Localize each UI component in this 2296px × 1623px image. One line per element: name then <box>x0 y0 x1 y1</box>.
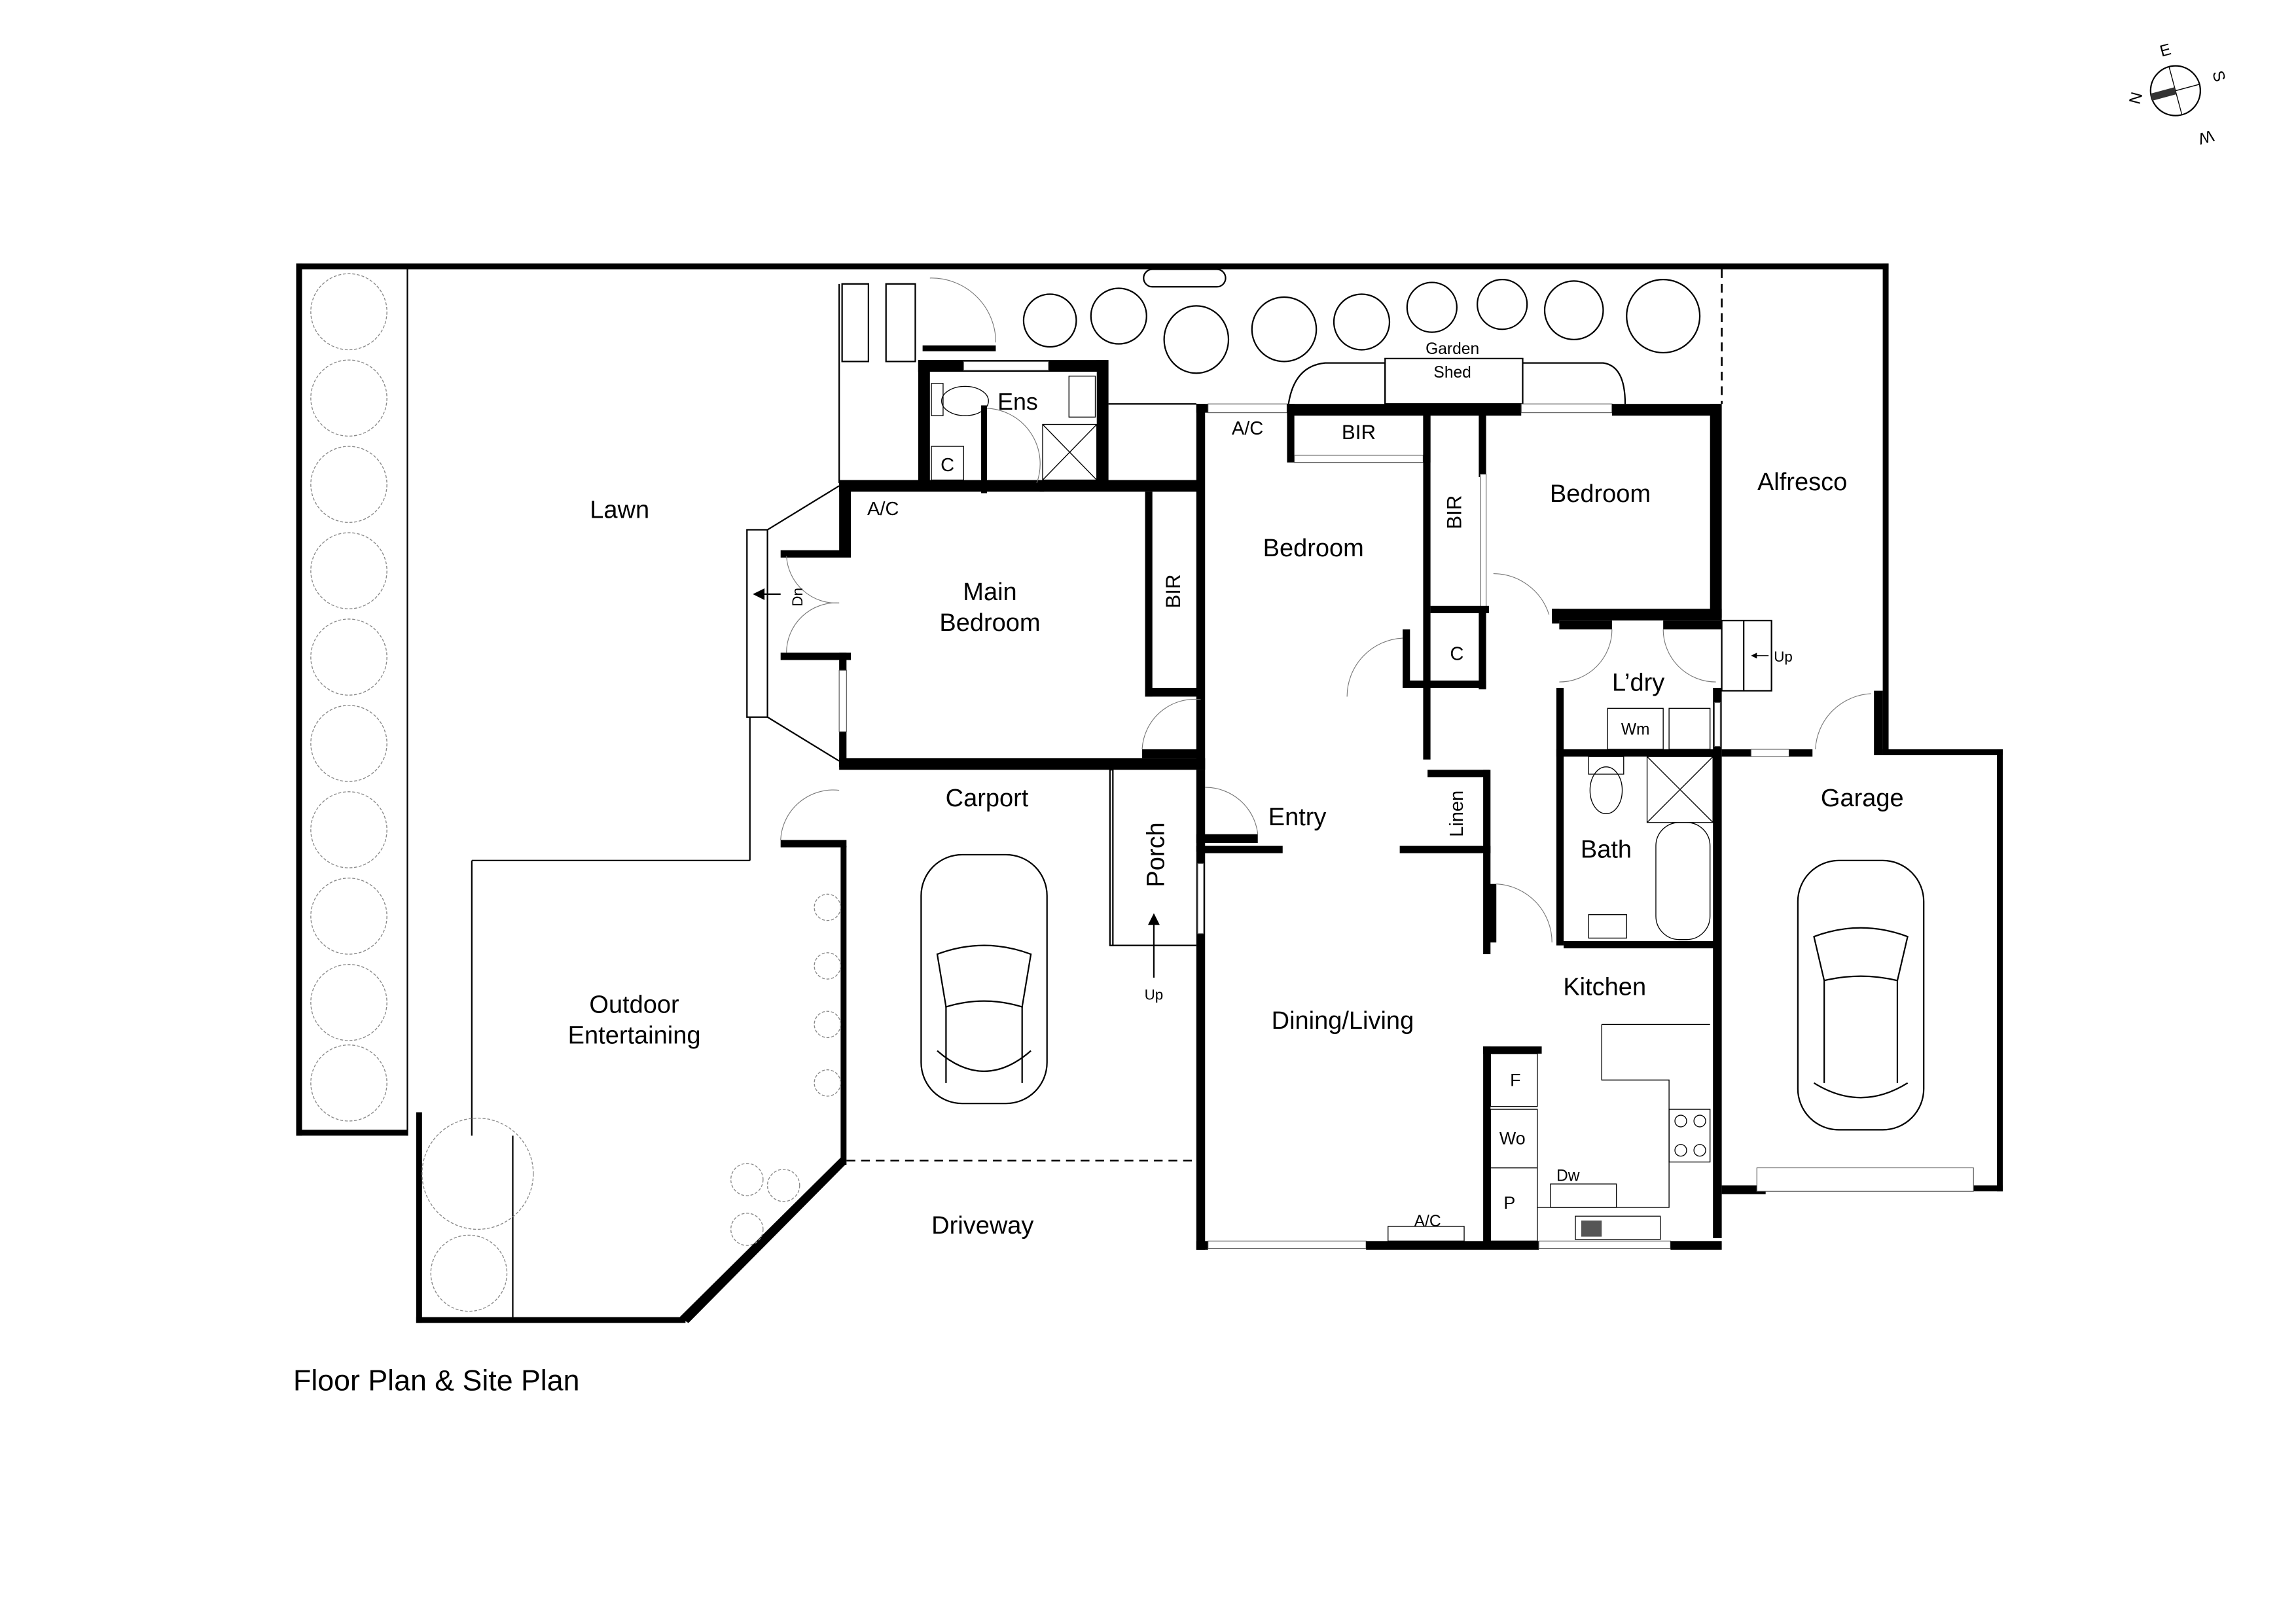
label-deck-steps: Dn <box>789 588 806 607</box>
label-wall-oven: Wo <box>1499 1129 1526 1149</box>
label-fridge: F <box>1510 1070 1520 1090</box>
label-entry: Entry <box>1268 804 1327 831</box>
label-alfresco-steps: Up <box>1774 649 1793 665</box>
label-alfresco: Alfresco <box>1757 469 1847 496</box>
label-outdoor-2: Entertaining <box>568 1022 701 1049</box>
label-main-ac: A/C <box>867 499 899 520</box>
compass-icon: E S N W <box>2125 41 2229 147</box>
compass-w: W <box>2196 126 2215 147</box>
label-main-bir: BIR <box>1162 574 1185 608</box>
label-linen: Linen <box>1446 791 1467 837</box>
hedge-trees <box>310 273 842 1312</box>
label-dishwasher: Dw <box>1556 1168 1580 1185</box>
label-hall-cupboard: C <box>1450 644 1463 665</box>
compass-s: S <box>2208 69 2228 84</box>
label-garden-shed-1: Garden <box>1426 340 1479 358</box>
label-ens-cupboard: C <box>941 455 954 476</box>
fixtures <box>931 376 1713 1242</box>
label-lawn: Lawn <box>590 497 649 524</box>
label-kitchen: Kitchen <box>1563 974 1646 1001</box>
label-garage: Garage <box>1821 785 1904 812</box>
label-bedroom2-ac: A/C <box>1232 418 1263 439</box>
label-carport: Carport <box>946 785 1029 812</box>
site-boundary <box>296 263 2003 1323</box>
label-bedroom2-bir: BIR <box>1342 421 1376 444</box>
label-washing-machine: Wm <box>1621 721 1650 739</box>
car-carport-icon <box>920 853 1048 1105</box>
door-swings <box>780 277 1871 943</box>
label-porch-steps: Up <box>1145 986 1164 1003</box>
car-garage-icon <box>1797 859 1925 1131</box>
compass-e: E <box>2158 41 2173 60</box>
label-bath: Bath <box>1581 836 1632 863</box>
label-garden-shed-2: Shed <box>1433 364 1471 382</box>
label-outdoor-1: Outdoor <box>589 991 679 1018</box>
label-dining-living: Dining/Living <box>1272 1007 1414 1035</box>
label-bedroom-2: Bedroom <box>1263 535 1364 562</box>
plan-title: Floor Plan & Site Plan <box>293 1364 579 1397</box>
room-labels: Lawn Ens C A/C Main Bedroom BIR Bedroom … <box>568 340 1904 1240</box>
label-laundry: L’dry <box>1612 669 1664 697</box>
compass-n: N <box>2125 90 2145 105</box>
garden-trees <box>1022 268 1723 405</box>
label-ens: Ens <box>997 389 1038 415</box>
label-living-ac: A/C <box>1414 1213 1441 1230</box>
label-main-bedroom-2: Bedroom <box>939 609 1040 637</box>
label-bedroom-3: Bedroom <box>1550 480 1651 508</box>
label-porch: Porch <box>1143 822 1170 887</box>
label-driveway: Driveway <box>931 1212 1033 1240</box>
house-walls <box>746 283 1974 1250</box>
label-bedroom3-bir: BIR <box>1443 495 1466 529</box>
step-arrows <box>753 588 1769 978</box>
label-pantry: P <box>1503 1193 1515 1213</box>
label-main-bedroom-1: Main <box>963 579 1016 606</box>
